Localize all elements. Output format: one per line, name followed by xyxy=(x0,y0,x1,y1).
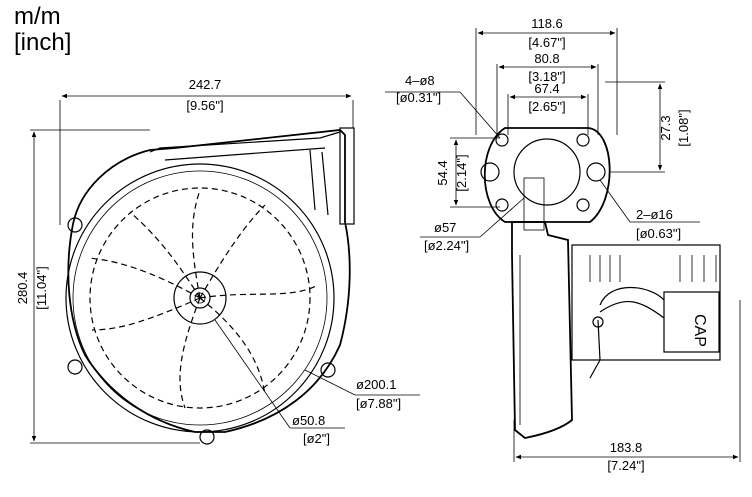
outlet-neck xyxy=(523,177,545,231)
dim-depth-mm: 183.8 xyxy=(610,440,643,455)
units-metric-label: m/m xyxy=(14,3,61,30)
dim-side-holes-mm: 2–ø16 xyxy=(636,207,673,222)
dim-hub-diameter-mm: ø50.8 xyxy=(292,413,325,428)
dim-width-mm: 242.7 xyxy=(189,77,222,92)
hub-shaft xyxy=(194,292,206,304)
side-view: CAP 118.6 [4.67"] 80.8 [3.18"] 67.4 [2.6… xyxy=(385,16,741,473)
ear-hole-left-top xyxy=(67,217,83,233)
bolt-hole-tr xyxy=(576,133,590,147)
housing-ring xyxy=(65,163,335,433)
bolt-hole-tl xyxy=(495,133,509,147)
dim-flange-width-mm: 118.6 xyxy=(531,16,563,31)
dim-outlet-diameter-mm: ø57 xyxy=(434,220,456,235)
dim-vertical-offset-mm: 27.3 xyxy=(658,115,673,140)
dim-height-mm: 280.4 xyxy=(15,272,30,305)
fan-wheel-outline xyxy=(89,187,311,409)
dim-bolt-holes-in: [ø0.31"] xyxy=(396,90,441,105)
dim-vertical-offset-in: [1.08"] xyxy=(676,109,691,146)
dim-flange-width-in: [4.67"] xyxy=(528,35,565,50)
housing-outline xyxy=(67,129,351,433)
fan-blades xyxy=(87,189,319,409)
hub-inner xyxy=(189,287,211,309)
motor-fins xyxy=(589,255,717,282)
dim-flange-height-in: [2.14"] xyxy=(454,154,469,191)
dim-hub-diameter-in: [ø2"] xyxy=(303,431,330,446)
dim-outlet-diameter-in: [ø2.24"] xyxy=(424,238,469,253)
ear-hole-right xyxy=(320,362,336,378)
dim-depth-in: [7.24"] xyxy=(607,458,644,473)
side-hole-left xyxy=(480,162,500,182)
motor-terminal xyxy=(592,316,604,328)
hub-outer xyxy=(173,271,227,325)
units-imperial-label: [inch] xyxy=(14,29,72,56)
dim-bolt-holes-mm: 4–ø8 xyxy=(405,73,435,88)
outlet-circle xyxy=(513,138,581,206)
dim-inner-spacing-mm: 67.4 xyxy=(534,81,559,96)
front-mount-flange xyxy=(339,127,355,225)
side-housing xyxy=(511,221,573,439)
dim-bolt-spacing-mm: 80.8 xyxy=(534,51,559,66)
dim-height-in: [11.04"] xyxy=(34,266,49,309)
dim-width-in: [9.56"] xyxy=(186,98,223,113)
dim-side-holes-in: [ø0.63"] xyxy=(636,226,681,241)
dim-flange-height-mm: 54.4 xyxy=(435,160,450,185)
capacitor xyxy=(663,291,720,353)
ear-hole-bottom xyxy=(199,429,215,445)
capacitor-wire xyxy=(589,286,665,379)
side-mount-flange xyxy=(483,127,611,223)
dim-fan-diameter-mm: ø200.1 xyxy=(356,377,396,392)
capacitor-label: CAP xyxy=(691,314,708,347)
dim-inner-spacing-in: [2.65"] xyxy=(528,99,565,114)
housing-ring-inner xyxy=(72,170,328,426)
side-hole-right xyxy=(586,162,606,182)
top-bracket xyxy=(149,131,341,216)
dim-bolt-spacing-in: [3.18"] xyxy=(528,69,565,84)
motor-body xyxy=(571,244,721,361)
bolt-hole-bl xyxy=(495,198,509,212)
front-view: 242.7 [9.56"] 280.4 [11.04"] ø200.1 [ø7.… xyxy=(15,77,420,446)
ear-hole-left-bottom xyxy=(67,359,83,375)
bolt-hole-br xyxy=(576,198,590,212)
dim-fan-diameter-in: [ø7.88"] xyxy=(356,396,401,411)
